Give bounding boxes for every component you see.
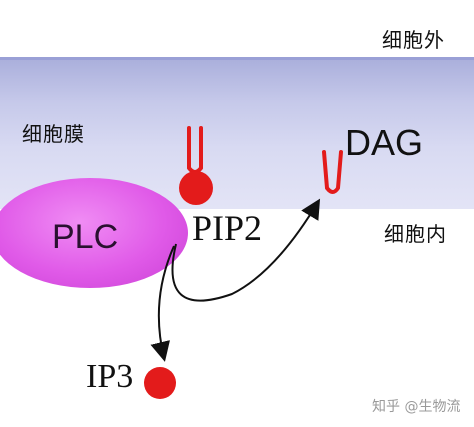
label-membrane: 细胞膜 — [22, 122, 85, 146]
pip2-tails — [187, 126, 203, 174]
arrow-pip2-to-ip3 — [150, 245, 175, 362]
pip2-head — [179, 171, 213, 205]
pip2-molecule — [179, 126, 213, 205]
pip2-label: PIP2 — [192, 208, 263, 248]
plc-enzyme — [0, 178, 188, 288]
watermark: 知乎 @生物流 — [372, 399, 461, 415]
label-inside-cell: 细胞内 — [384, 222, 447, 246]
dag-label: DAG — [345, 122, 424, 163]
ip3-label: IP3 — [86, 358, 134, 395]
plc-label: PLC — [52, 218, 119, 256]
dag-molecule — [322, 150, 343, 194]
arrow-pip2-to-dag — [171, 198, 321, 302]
membrane-outer-edge — [0, 57, 474, 60]
label-outside-cell: 细胞外 — [382, 28, 445, 52]
ip3-molecule — [144, 367, 176, 399]
